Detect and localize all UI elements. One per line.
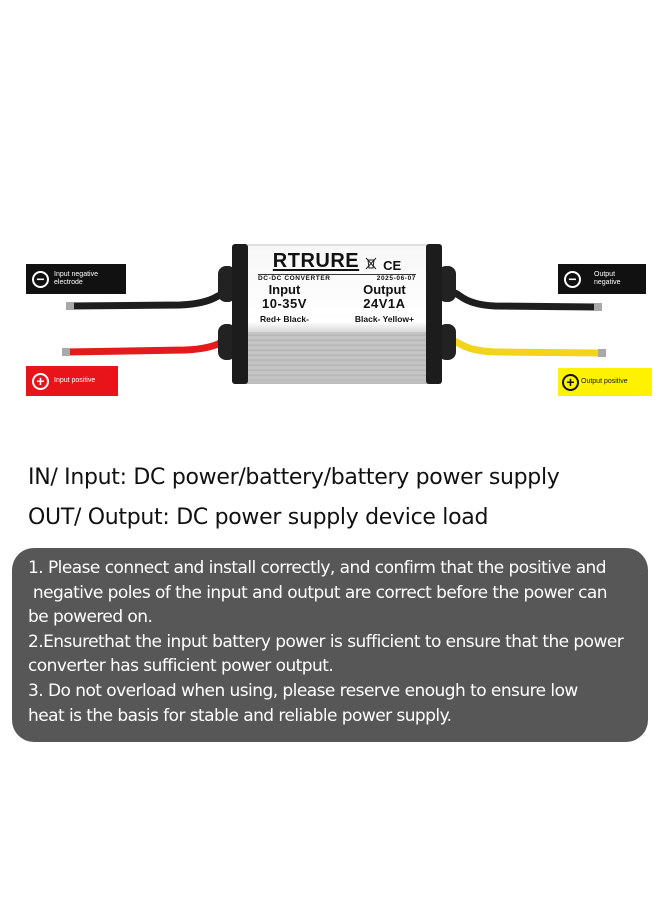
- headline-output: OUT/ Output: DC power supply device load: [28, 505, 489, 530]
- input-spec: Input 10-35V Red+ Black-: [260, 283, 309, 325]
- weee-bin-icon: [365, 257, 377, 273]
- mount-flange-left: [218, 266, 236, 302]
- output-rating: 24V1A: [363, 296, 406, 311]
- callout-input-negative: − Input negative electrode: [26, 264, 126, 294]
- notes-panel: 1. Please connect and install correctly,…: [12, 548, 648, 742]
- minus-circle-icon: −: [32, 270, 49, 288]
- callout-text: Input positive: [54, 376, 96, 384]
- input-positive-wire: [65, 332, 241, 356]
- callout-output-positive: + Output positive: [558, 368, 652, 396]
- mount-flange-left-lower: [218, 324, 236, 360]
- end-cap-left: [232, 244, 248, 384]
- output-wiring: Black- Yellow+: [354, 314, 414, 324]
- ce-mark: CE: [383, 258, 402, 273]
- note-line: 3. Do not overload when using, please re…: [28, 680, 578, 701]
- output-heading: Output: [363, 282, 406, 297]
- callout-input-positive: + Input positive: [26, 366, 118, 396]
- input-heading: Input: [268, 282, 301, 297]
- plus-circle-icon: +: [562, 373, 579, 391]
- note-line: heat is the basis for stable and reliabl…: [28, 705, 452, 726]
- end-cap-right: [426, 244, 442, 384]
- input-wiring: Red+ Black-: [260, 314, 309, 324]
- product-label: RTRURE CE DC-DC CONVERTER 2025-06-07 Inp…: [254, 250, 420, 332]
- plus-circle-icon: +: [32, 372, 49, 390]
- note-line: negative poles of the input and output a…: [28, 582, 608, 603]
- callout-text: Input negative electrode: [54, 270, 98, 287]
- minus-circle-icon: −: [564, 270, 581, 288]
- mount-flange-right: [438, 266, 456, 302]
- heatsink-ribs: [242, 332, 432, 380]
- note-line: 1. Please connect and install correctly,…: [28, 558, 607, 578]
- device-type: DC-DC CONVERTER: [258, 275, 331, 282]
- note-line: converter has sufficient power output.: [28, 656, 334, 677]
- callout-output-negative: − Output negative: [558, 264, 646, 294]
- mount-flange-right-lower: [438, 324, 456, 360]
- label-divider: [258, 274, 416, 275]
- input-voltage: 10-35V: [261, 296, 307, 311]
- output-spec: Output 24V1A Black- Yellow+: [355, 283, 414, 325]
- headline-input: IN/ Input: DC power/battery/battery powe…: [28, 465, 560, 490]
- callout-text: Output negative: [594, 270, 621, 287]
- note-line: be powered on.: [28, 607, 153, 628]
- note-line: 2.Ensurethat the input battery power is …: [28, 631, 624, 652]
- output-positive-wire: [439, 334, 601, 357]
- manufacture-date: 2025-06-07: [376, 275, 416, 282]
- dc-dc-converter: RTRURE CE DC-DC CONVERTER 2025-06-07 Inp…: [218, 244, 456, 384]
- callout-text: Output positive: [581, 377, 628, 385]
- brand-name: RTRURE: [272, 250, 360, 272]
